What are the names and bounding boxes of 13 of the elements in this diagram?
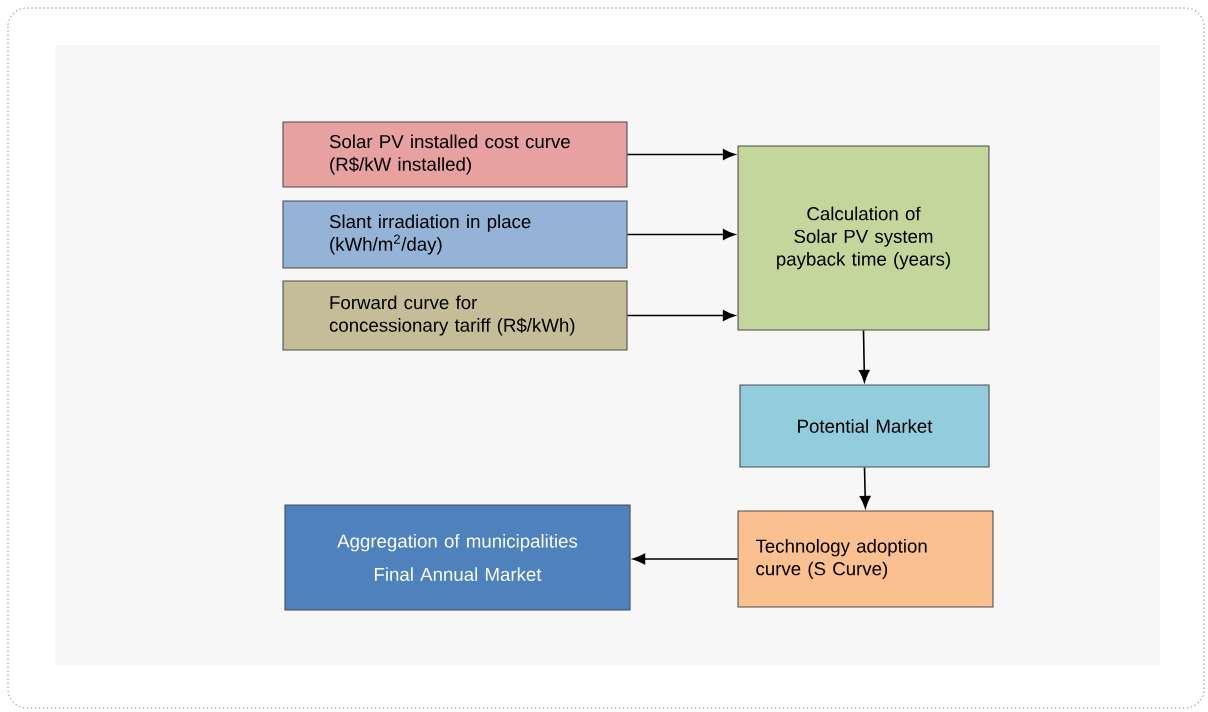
process-box: Potential Market bbox=[739, 384, 990, 468]
arrow bbox=[626, 149, 736, 160]
process-box: Calculation of Solar PV system payback time (years) bbox=[737, 145, 990, 331]
arrow bbox=[626, 310, 736, 321]
process-box: Aggregation of municipalities Final Annual Market bbox=[284, 504, 631, 611]
arrow bbox=[859, 466, 871, 509]
process-box: Solar PV installed cost curve (R$/kW installed) bbox=[282, 121, 628, 188]
process-box: Technology adoption curve (S Curve) bbox=[737, 510, 994, 608]
arrow bbox=[626, 229, 736, 240]
process-box: Slant irradiation in place (kWh/m$^{2}$/day) bbox=[282, 200, 628, 269]
process-box: Forward curve for concessionary tariff (R$/kWh) bbox=[282, 280, 628, 351]
arrow bbox=[858, 329, 870, 383]
arrow bbox=[632, 553, 739, 565]
